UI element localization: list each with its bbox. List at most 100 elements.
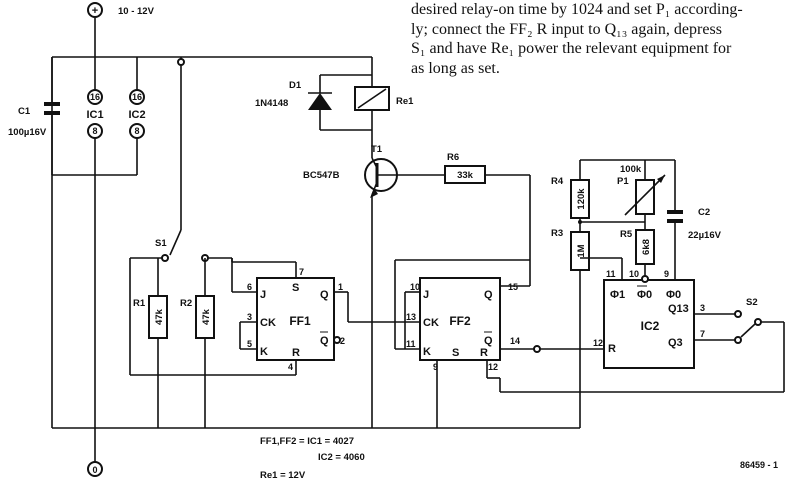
transistor-t1: T1 BC547B [303,144,445,428]
ic2-q13: Q13 [668,303,689,315]
p1-value: 100k [620,164,642,175]
ff2-s: S [452,347,459,359]
ff2-pin-r: 12 [488,362,498,372]
r1-value: 47k [154,308,165,325]
r2-value: 47k [201,308,212,325]
resistor-r2: 47k R2 [180,258,215,428]
ff1-j: J [260,289,266,301]
t1-value: BC547B [303,170,340,181]
ff2-pin-qbar: 14 [510,336,520,346]
r5-value: 6k8 [641,239,652,255]
switch-s1: S1 [129,57,232,375]
note-ic2: IC2 = 4060 [318,452,365,463]
r5-ref: R5 [620,229,633,240]
ic2-pin-phi1: 11 [606,269,616,279]
ff2-name: FF2 [449,314,471,328]
notes: FF1,FF2 = IC1 = 4027 IC2 = 4060 Re1 = 12… [260,436,778,481]
ff1-q: Q [320,289,329,301]
paragraph-line-1: desired relay-on time by 1024 and set P₁… [411,1,743,18]
figure-id: 86459 - 1 [740,460,778,470]
ff2-pin-ck: 13 [406,312,416,322]
power-rails [51,18,580,463]
ic-supply-pins: 16 IC1 8 16 IC2 8 [52,57,146,176]
ff1-r: R [292,347,300,359]
ground-terminal: 0 [87,461,103,477]
note-ic1: FF1,FF2 = IC1 = 4027 [260,436,354,447]
ff2-ck: CK [423,317,439,329]
p1-ref: P1 [617,176,629,187]
d1-ref: D1 [289,80,302,91]
re1-ref: Re1 [396,96,414,107]
ff2-j: J [423,289,429,301]
ic1-ref: IC1 [86,109,103,121]
r3-ref: R3 [551,228,563,239]
ff1-s: S [292,282,299,294]
paragraph-line-3: S₁ and have Re₁ power the relevant equip… [411,40,732,57]
ic1-vdd-pin: 16 [90,92,100,102]
diode-d1: D1 1N4148 [255,74,372,131]
counter-ic2: IC2 Φ1 Φ0 Φ0 Q13 Q3 R 11 10 9 3 7 12 [580,257,735,369]
ff1-qbar: Q [320,335,329,347]
s1-ref: S1 [155,238,167,249]
ff1-pin-qbar: 2 [340,336,345,346]
description-paragraph: desired relay-on time by 1024 and set P₁… [411,0,797,78]
ff1-pin-ck: 3 [247,312,252,322]
ic1-vss-pin: 8 [92,126,97,136]
ff2-pin-k: 11 [406,339,416,349]
ic2-vss-pin: 8 [134,126,139,136]
r2-ref: R2 [180,298,192,309]
ff1-name: FF1 [289,314,311,328]
paragraph-line-2: ly; connect the FF₂ R input to Q₁₃ again… [411,20,722,38]
ff2-r: R [480,347,488,359]
ic2-q3: Q3 [668,337,683,349]
ic2-phi0bar: Φ0 [637,289,652,301]
resistor-r6: 33k R6 [444,152,531,287]
ic2-pin-q13: 3 [700,303,705,313]
ic2-phi1: Φ1 [610,289,625,301]
ff1-pin-j: 6 [247,282,252,292]
oscillator-network: 120k R4 1M R3 100k P1 6k8 R5 C2 [551,159,722,428]
r6-value: 33k [457,170,474,181]
relay-re1: Re1 [354,57,414,158]
r3-value: 1M [576,244,587,257]
ff2-pin-q: 15 [508,282,518,292]
ff2-q: Q [484,289,493,301]
capacitor-c1: C1 100µ16V [8,57,60,175]
ic2-ref: IC2 [128,109,145,121]
r4-value: 120k [576,188,587,210]
ff1-pin-q: 1 [338,282,343,292]
ff2-pin-s: 9 [433,362,438,372]
ic2-pin-phi0: 9 [664,269,669,279]
s2-ref: S2 [746,297,758,308]
ff1-pin-k: 5 [247,339,252,349]
flipflop-ff2: FF2 J CK K S R Q Q 10 13 11 9 [394,259,784,428]
c2-ref: C2 [698,207,710,218]
ff2-pin-j: 10 [410,282,420,292]
ic2-name: IC2 [641,319,660,333]
ic2-vdd-pin: 16 [132,92,142,102]
t1-ref: T1 [371,144,383,155]
paragraph-line-4: as long as set. [411,59,500,77]
ff2-qbar: Q [484,335,493,347]
ff1-pin-r: 4 [288,362,293,372]
ff1-ck: CK [260,317,276,329]
ff1-pin-s: 7 [299,267,304,277]
r6-ref: R6 [447,152,459,163]
c1-value: 100µ16V [8,127,47,138]
ic2-pin-phi0bar: 10 [629,269,639,279]
switch-s2: S2 [734,297,785,392]
note-relay: Re1 = 12V [260,470,306,481]
c2-value: 22µ16V [688,230,722,241]
ff2-k: K [423,346,431,358]
plus-symbol: + [92,5,98,17]
ic2-r: R [608,343,616,355]
d1-value: 1N4148 [255,98,288,109]
ground-symbol: 0 [92,465,97,475]
flipflop-ff1: FF1 J CK K S R Q Q 6 3 5 7 [130,258,420,376]
c1-ref: C1 [18,106,31,117]
r1-ref: R1 [133,298,146,309]
supply-voltage-label: 10 - 12V [118,6,155,17]
ic2-pin-q3: 7 [700,329,705,339]
